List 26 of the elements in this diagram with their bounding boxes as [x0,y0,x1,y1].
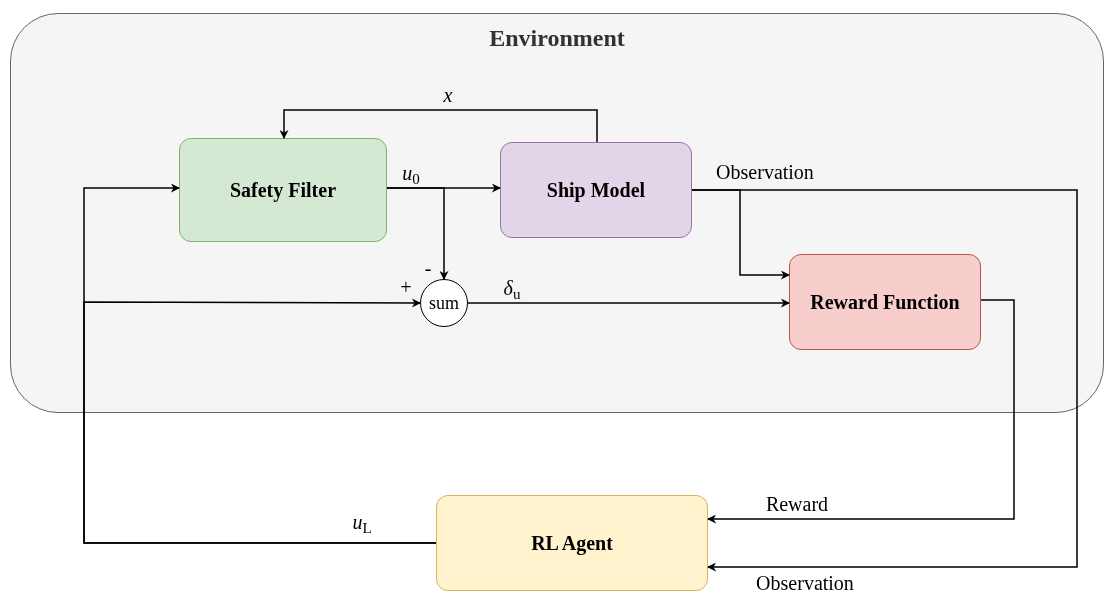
edge-label: + [400,277,412,297]
arrow [83,298,437,544]
arrow [386,187,449,280]
container-title: Environment [489,26,625,50]
edge-label: u$_{0}$ [402,163,420,183]
edge-label: Observation [756,573,854,593]
node-label: Safety Filter [229,180,337,200]
node-label: Ship Model [546,180,646,200]
edge-label: x [443,85,453,105]
process-box [500,142,692,238]
arrow [707,299,1015,524]
node-label: Reward Function [810,292,960,312]
node-label: RL Agent [531,533,613,553]
process-box [436,495,708,591]
edge-label: Observation [716,162,814,182]
process-box [789,254,981,350]
edge-label: - [424,258,432,278]
environment-container [10,13,1104,413]
node-label: sum [429,294,459,312]
edge-label: δ$_{u}$ [503,278,521,298]
arrow [467,298,790,308]
edge-label: Reward [765,494,829,514]
arrow [691,189,1078,572]
arrow [279,109,598,143]
edge-label: u$_{L}$ [352,512,372,532]
process-box [179,138,387,242]
